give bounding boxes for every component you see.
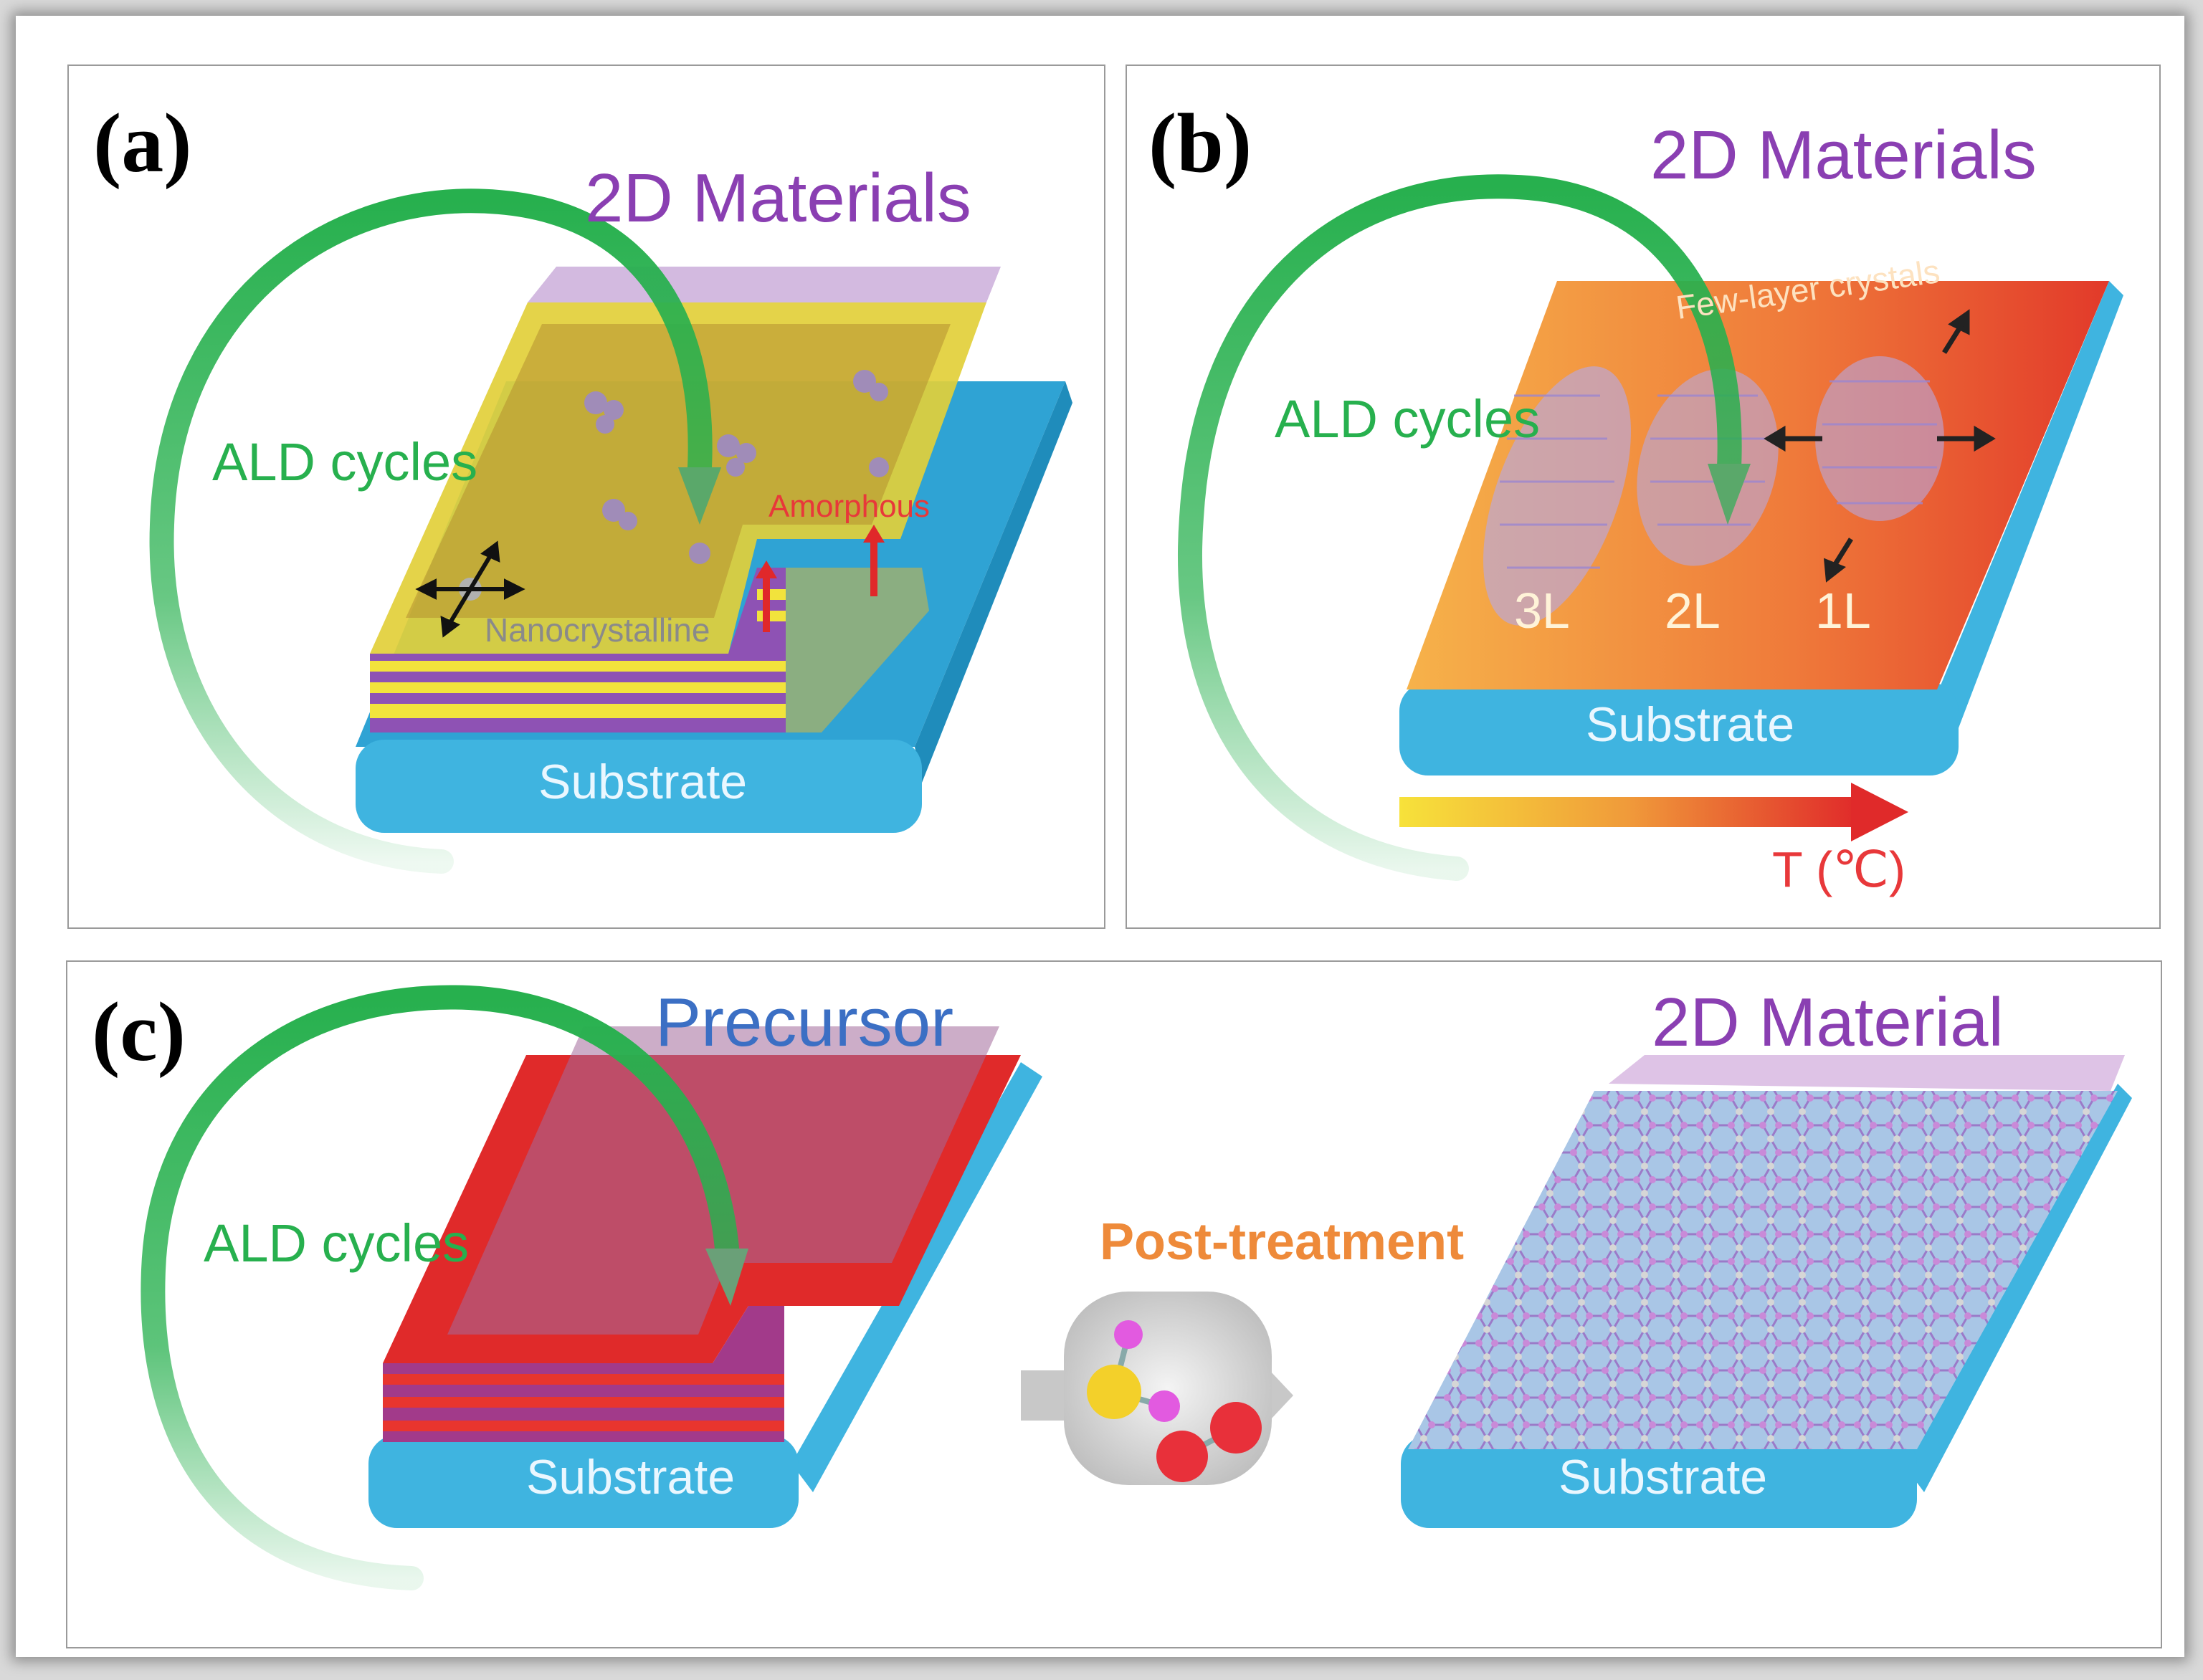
- ald-cycle-arrow: [1178, 174, 1742, 881]
- layer-label-1l: 1L: [1815, 583, 1871, 639]
- panel-b: (b) 2D Materials ALD cycles Few-layer cr…: [1126, 65, 2161, 929]
- nanocrystal-clusters: [459, 370, 889, 601]
- nanocrystal-growth-arrows: [415, 540, 525, 638]
- panel-a-illustration: [149, 188, 1072, 874]
- ald-cycle-arrowhead: [678, 467, 721, 525]
- temperature-bar: [1399, 797, 1858, 827]
- ald-cycle-arrow: [149, 188, 713, 874]
- precursor-stack: [383, 1306, 784, 1442]
- panel-a-label: (a): [93, 96, 192, 190]
- temperature-arrowhead: [1851, 783, 1908, 841]
- panel-a-substrate-label: Substrate: [538, 755, 748, 809]
- substrate-block: [356, 740, 922, 833]
- panel-c-right-substrate-label: Substrate: [1559, 1450, 1768, 1504]
- nanocrystalline-label: Nanocrystalline: [485, 611, 710, 649]
- post-treatment-label: Post-treatment: [1100, 1213, 1465, 1271]
- precursor-title: Precursor: [655, 984, 954, 1061]
- amorphous-label: Amorphous: [769, 489, 931, 524]
- layer-label-3l: 3L: [1514, 583, 1570, 639]
- panel-b-title: 2D Materials: [1650, 117, 2037, 194]
- panel-a-ald-label: ALD cycles: [212, 432, 478, 492]
- panel-c: (c) Precursor 2D Material ALD cycles Pos…: [66, 960, 2162, 1648]
- ald-cycle-arrowhead: [1708, 464, 1751, 525]
- layer-label-2l: 2L: [1665, 583, 1721, 639]
- 2d-material-lattice: [1408, 1091, 2118, 1449]
- panel-b-substrate-label: Substrate: [1586, 697, 1795, 752]
- panel-a-title: 2D Materials: [585, 160, 971, 237]
- amorphous-arrows: [756, 525, 885, 632]
- figure-frame: (a) 2D Materials ALD cycles Nanocrystall…: [16, 16, 2184, 1657]
- temperature-label: T (℃): [1772, 841, 1906, 897]
- ald-cycle-arrow: [141, 985, 739, 1590]
- right-substrate-block: [1401, 1435, 1917, 1528]
- panel-a: (a) 2D Materials ALD cycles Nanocrystall…: [67, 65, 1105, 929]
- ald-cycle-arrowhead: [705, 1249, 748, 1306]
- left-substrate-block: [368, 1435, 799, 1528]
- panel-b-illustration: [1178, 174, 2123, 881]
- lateral-growth-arrows: [1764, 309, 1996, 583]
- 2d-material-title: 2D Material: [1652, 984, 2004, 1061]
- panel-b-ald-label: ALD cycles: [1275, 389, 1541, 449]
- panel-c-left-substrate-label: Substrate: [526, 1450, 736, 1504]
- crystal-lattices: [1483, 356, 1944, 626]
- panel-c-ald-label: ALD cycles: [204, 1213, 470, 1273]
- panel-c-label: (c): [92, 985, 186, 1079]
- panel-c-illustration: [141, 985, 2132, 1590]
- molecule-icon: [1087, 1320, 1262, 1482]
- panel-b-label: (b): [1148, 96, 1252, 190]
- substrate-block: [1399, 682, 1959, 775]
